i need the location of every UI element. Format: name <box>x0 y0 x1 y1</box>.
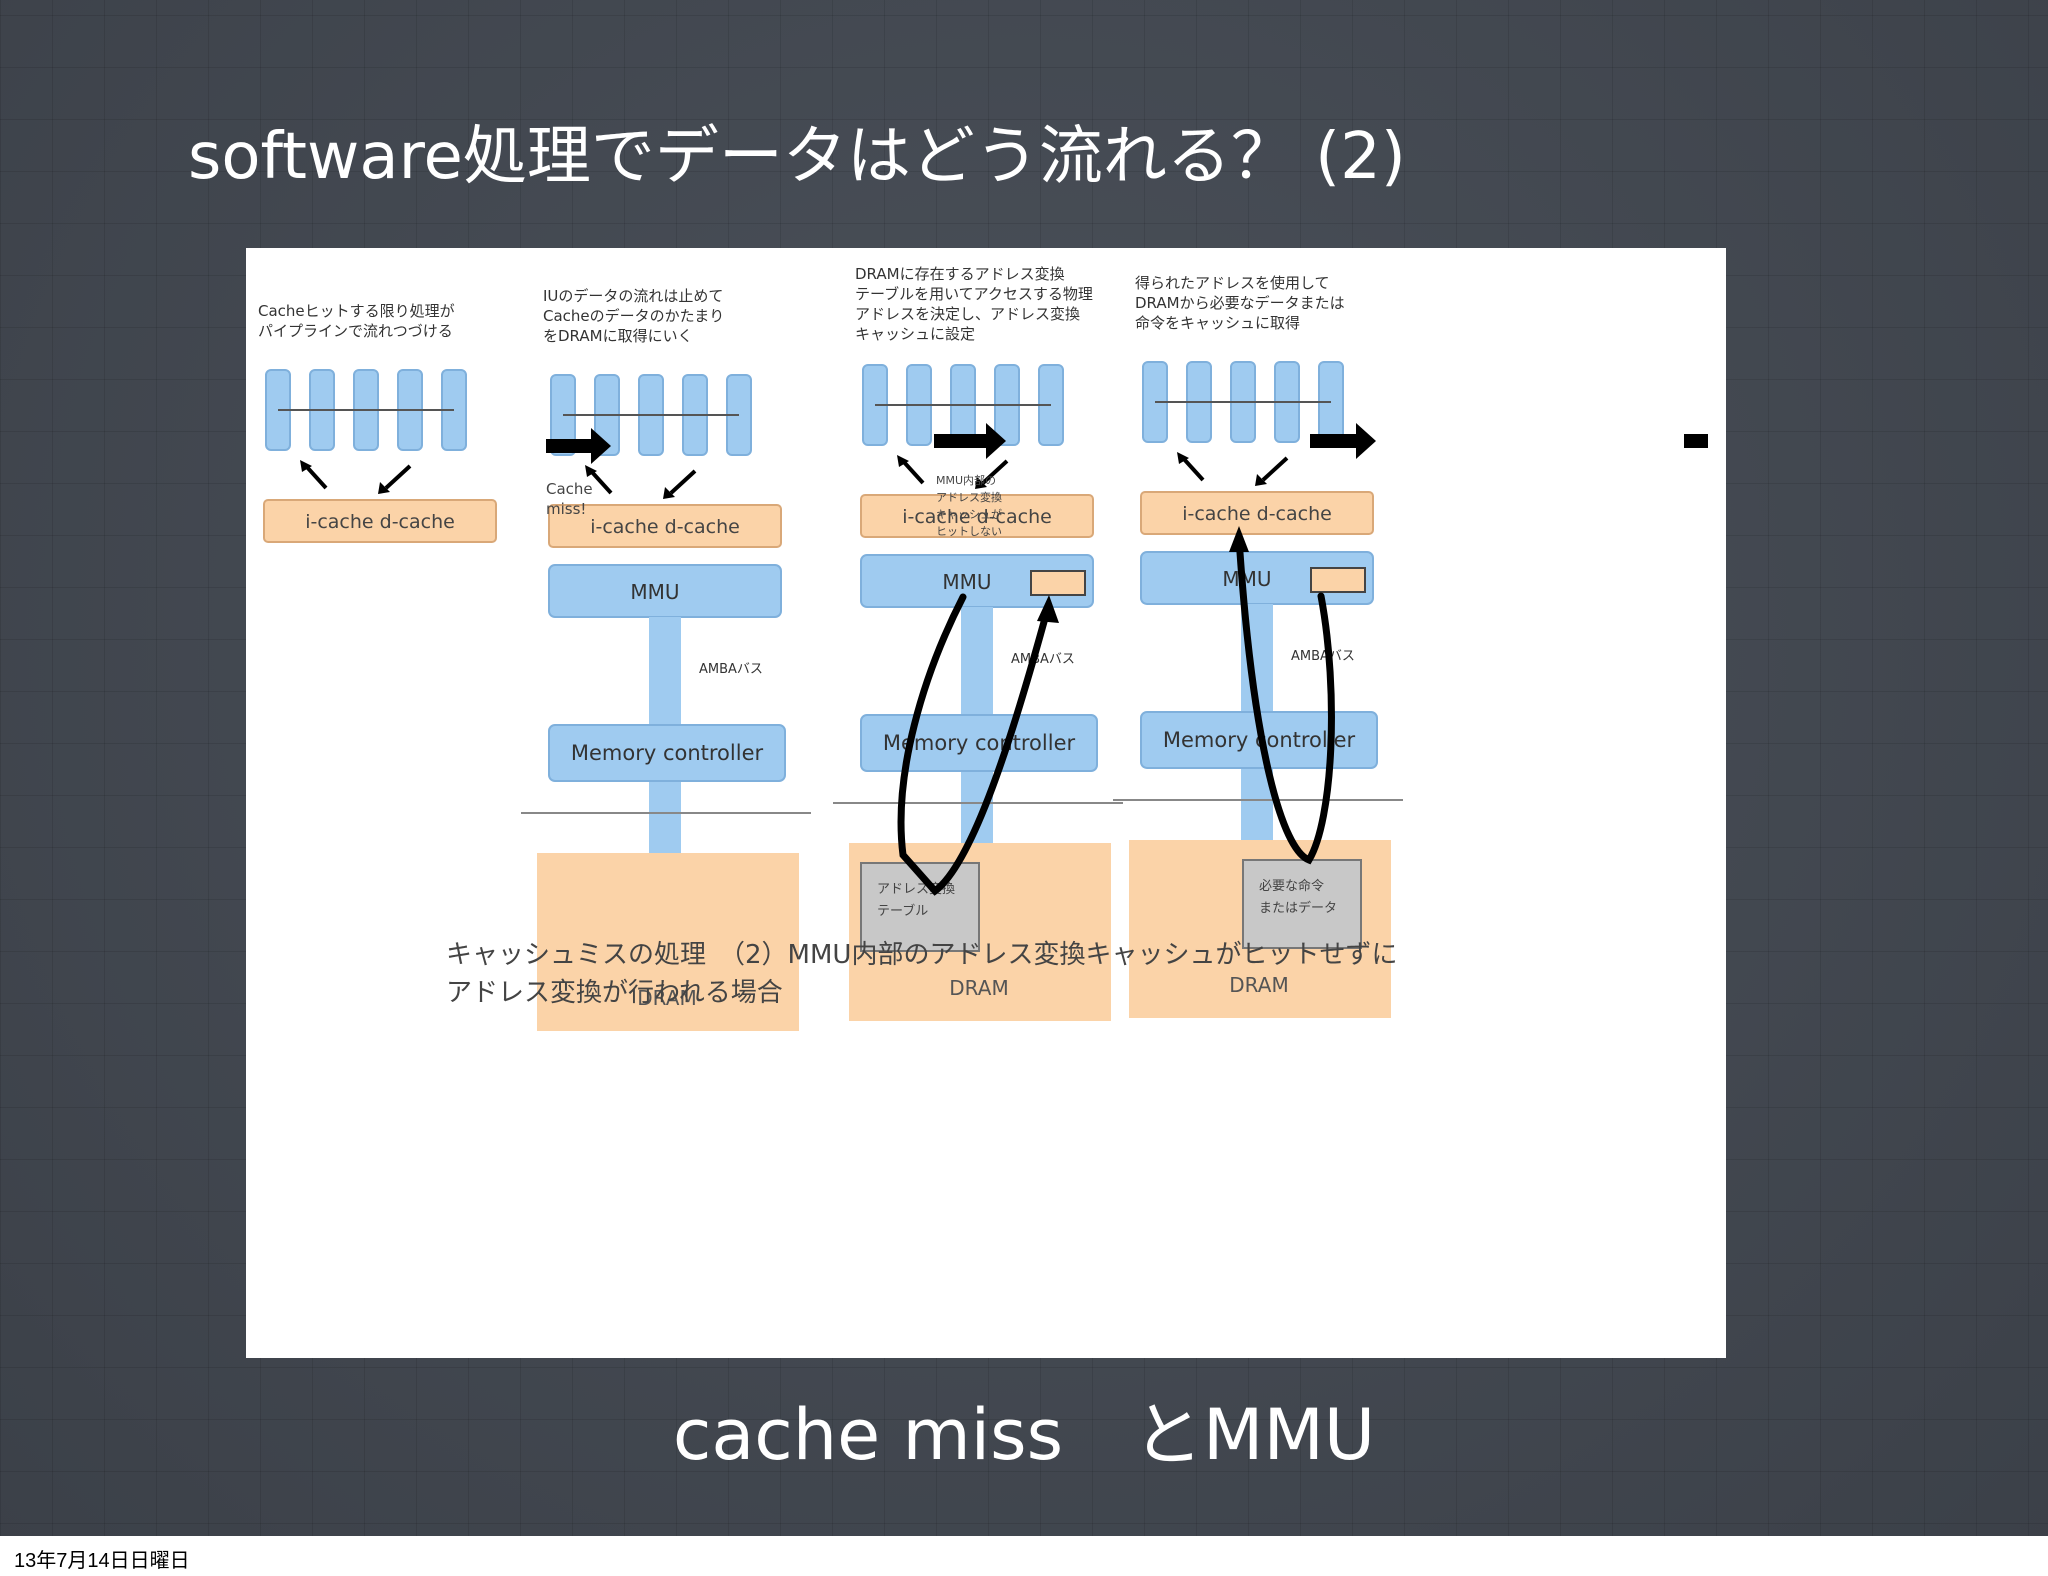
cache-bar <box>263 499 497 543</box>
transition-arrow-head <box>1356 423 1376 459</box>
icache-arrow-head <box>1177 452 1189 464</box>
cache-bar <box>1140 491 1374 535</box>
hand-drawn-arrow-head <box>1229 526 1249 552</box>
transition-arrow-shaft <box>1684 434 1708 448</box>
dcache-arrow-head <box>378 482 390 494</box>
icache-arrow <box>1181 456 1205 482</box>
cache-bar <box>548 504 782 548</box>
icache-arrow <box>589 469 613 495</box>
dcache-arrow <box>669 469 697 495</box>
bus-label: AMBAバス <box>699 662 763 677</box>
dcache-arrow <box>981 459 1009 485</box>
cache-label: i-cache d-cache <box>590 516 740 538</box>
cache-label: i-cache d-cache <box>1182 503 1332 525</box>
stage-note-line: をDRAMに取得にいく <box>543 327 693 345</box>
stage-note-line: テーブルを用いてアクセスする物理 <box>855 285 1093 303</box>
stage-note-line: アドレスを決定し、アドレス変換 <box>855 305 1080 323</box>
dram-inner-box <box>1242 859 1362 949</box>
cache-label: i-cache d-cache <box>305 511 455 533</box>
dram-inner-box-label: 必要な命令 <box>1259 878 1324 894</box>
stage-note-line: Cacheヒットする限り処理が <box>258 302 455 320</box>
footer-bar: 13年7月14日日曜日 <box>0 1536 2048 1576</box>
arrow-label-line: miss! <box>546 500 586 518</box>
memory-controller-label: Memory controller <box>571 741 764 765</box>
dram-label: DRAM <box>949 976 1008 1000</box>
transition-arrow-head <box>591 428 611 464</box>
dram-inner-box-label: またはデータ <box>1259 900 1337 916</box>
transition-arrow-shaft <box>546 439 593 453</box>
icache-arrow <box>901 459 925 485</box>
dram-inner-box-label: テーブル <box>877 903 928 919</box>
transition-arrow-shaft <box>934 434 988 448</box>
hand-drawn-flow-loop <box>1235 534 1335 865</box>
bus-label: AMBAバス <box>1291 649 1355 664</box>
arrow-label-line: MMU内部の <box>936 473 996 487</box>
dcache-arrow-head <box>663 487 675 499</box>
dcache-arrow-head <box>975 477 987 489</box>
slide-subtitle: cache miss とMMU <box>672 1394 1376 1476</box>
figure-caption-line: キャッシュミスの処理 （2）MMU内部のアドレス変換キャッシュがヒットせずに <box>446 940 1397 970</box>
icache-arrow-head <box>897 455 909 467</box>
icache-arrow-head <box>585 465 597 477</box>
cache-bar <box>860 494 1094 538</box>
dcache-arrow-head <box>1255 474 1267 486</box>
dram-label: DRAM <box>637 986 696 1010</box>
cache-miss-diagram: Cacheヒットする限り処理がパイプラインで流れつづける i-cache d-ca… <box>246 248 1726 1358</box>
icache-arrow-head <box>300 460 312 472</box>
memory-controller-block <box>548 724 786 782</box>
stage-note-line: 命令をキャッシュに取得 <box>1135 314 1300 332</box>
stage-note-line: DRAMに存在するアドレス変換 <box>855 265 1065 283</box>
arrow-label-line: アドレス変換 <box>936 490 1002 504</box>
icache-arrow <box>304 464 328 490</box>
transition-arrow-head <box>986 423 1006 459</box>
stage-note-line: キャッシュに設定 <box>855 325 975 343</box>
dram-block <box>537 853 799 1031</box>
memory-controller-block <box>860 714 1098 772</box>
hand-drawn-arrow-head <box>1037 595 1059 623</box>
dram-label: DRAM <box>1229 973 1288 997</box>
dcache-arrow <box>1261 456 1289 482</box>
arrow-label-line: キャッシュが <box>936 507 1002 521</box>
arrow-label-line: ヒットしない <box>936 525 1002 538</box>
mmu-label: MMU <box>630 580 679 604</box>
cache-label: i-cache d-cache <box>902 506 1052 528</box>
stage-note-line: Cacheのデータのかたまり <box>543 307 724 325</box>
dram-inner-box <box>860 862 980 952</box>
stage-3: DRAMに存在するアドレス変換テーブルを用いてアクセスする物理アドレスを決定し、… <box>833 265 1123 1021</box>
footer-date: 13年7月14日日曜日 <box>14 1550 190 1572</box>
address-cache-box <box>1030 570 1086 596</box>
stage-note-line: 得られたアドレスを使用して <box>1135 274 1330 292</box>
stage-note-line: パイプラインで流れつづける <box>258 322 453 340</box>
stage-note-line: DRAMから必要なデータまたは <box>1135 294 1345 312</box>
dcache-arrow <box>384 464 412 490</box>
stage-note-line: IUのデータの流れは止めて <box>543 287 723 305</box>
mmu-label: MMU <box>942 570 991 594</box>
transition-arrow-shaft <box>1310 434 1358 448</box>
figure-caption-line: アドレス変換が行われる場合 <box>446 978 783 1008</box>
hand-drawn-flow-loop <box>897 593 1051 896</box>
address-cache-box <box>1310 567 1366 593</box>
slide-title: software処理でデータはどう流れる？ (2) <box>188 120 1406 194</box>
bus-label: AMBAバス <box>1011 652 1075 667</box>
mmu-label: MMU <box>1222 567 1271 591</box>
arrow-label-line: Cache <box>546 480 593 498</box>
